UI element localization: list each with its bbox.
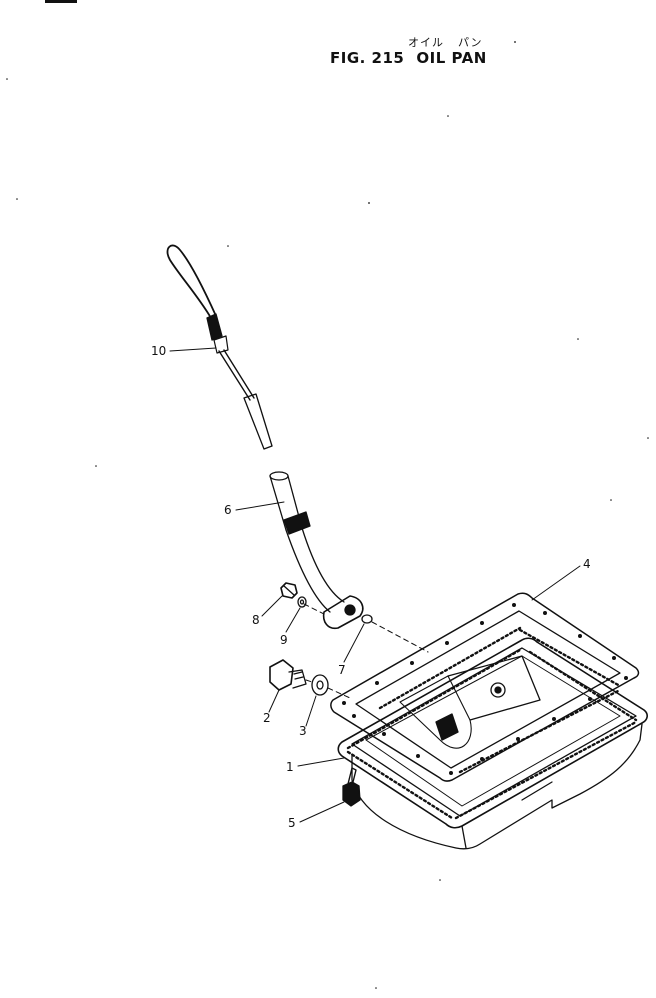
dipstick-part-10 [166,244,273,450]
assembly-lines [303,603,429,769]
callout-7: 7 [338,663,346,677]
title-japanese: オイル パン [408,34,483,50]
callout-1: 1 [286,760,294,774]
callout-3: 3 [299,724,307,738]
leader-lines [169,347,581,823]
figure-name: OIL PAN [416,49,487,67]
figure-number: FIG. 215 [330,49,405,67]
washer-part-3 [311,674,329,696]
callout-5: 5 [288,816,296,830]
callout-10: 10 [151,344,167,358]
callout-8: 8 [252,613,260,627]
callout-6: 6 [224,503,232,517]
nut-part-8 [280,582,298,599]
corner-mark [45,0,77,3]
guide-tube-part-6 [269,471,364,630]
drain-plug-part-2 [269,659,307,691]
callout-4: 4 [583,557,591,571]
gasket-part-4 [330,592,640,782]
title-jp-word-2: パン [458,36,483,49]
print-specks [6,41,649,989]
o-ring-part-7 [361,614,373,624]
bolt-part-5 [342,767,361,807]
title-jp-word-1: オイル [408,36,444,49]
callout-2: 2 [263,711,271,725]
figure-title: FIG. 215 OIL PAN [330,49,487,67]
washer-part-9 [297,596,307,608]
oil-pan-part-1 [337,626,648,850]
callout-9: 9 [280,633,288,647]
